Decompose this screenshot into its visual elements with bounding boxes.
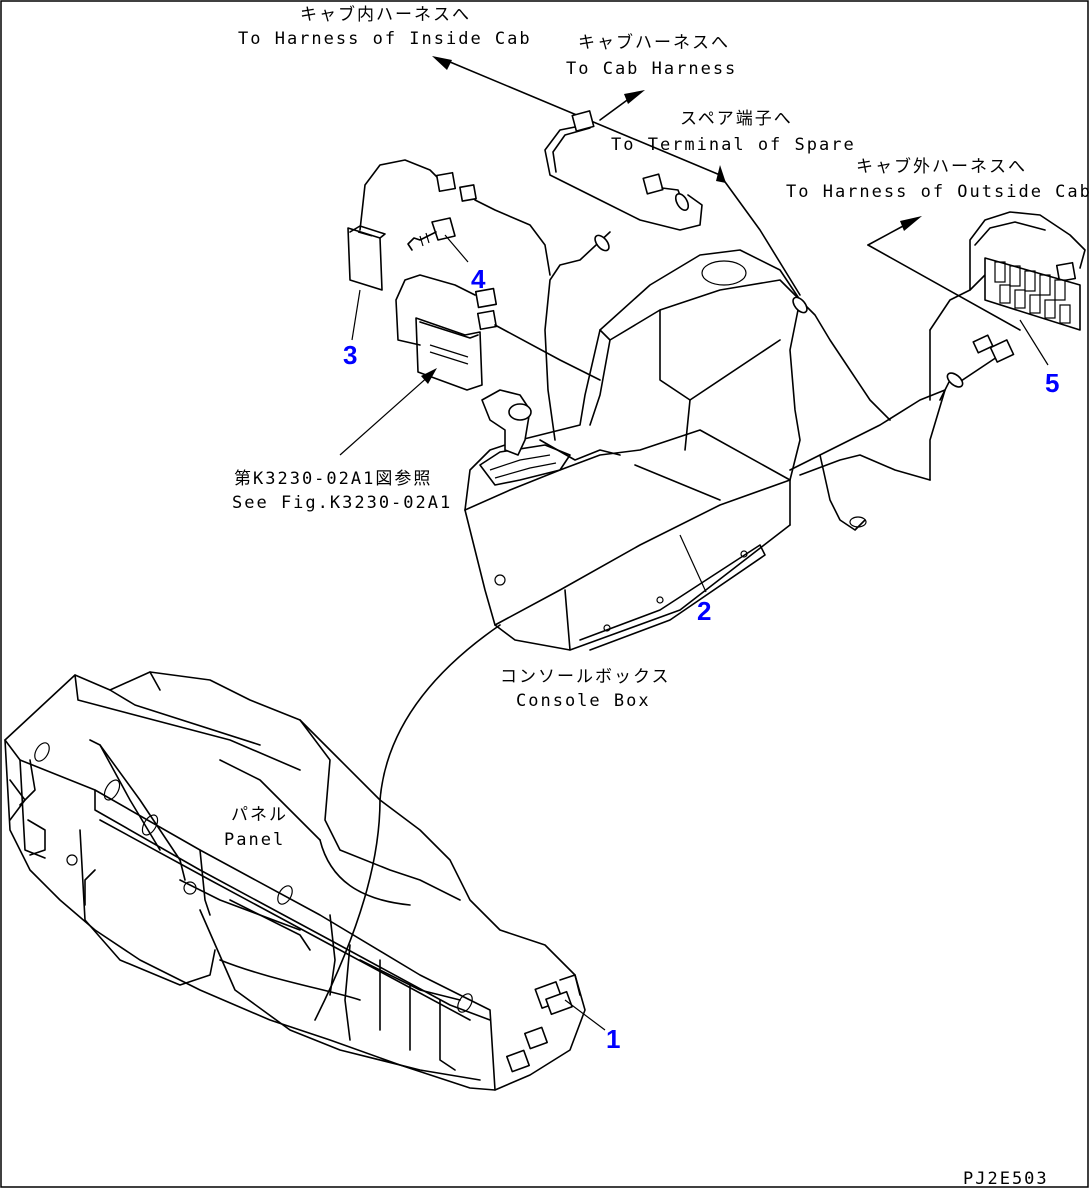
see-fig-label-en: See Fig.K3230-02A1 (232, 493, 452, 513)
inside-cab-label-jp: キャブ内ハーネスへ (300, 4, 471, 25)
drawing-code: PJ2E503 (963, 1169, 1049, 1189)
callout-numbers: 1 2 3 4 5 (343, 264, 1059, 1054)
cab-harness-label-jp: キャブハーネスへ (578, 32, 730, 53)
console-label-en: Console Box (516, 691, 651, 711)
panel-label-jp: パネル (231, 805, 288, 825)
console-box (464, 249, 801, 651)
console-label-jp: コンソールボックス (500, 667, 671, 687)
spare-label-en: To Terminal of Spare (611, 135, 856, 155)
outside-cab-label-jp: キャブ外ハーネスへ (856, 156, 1027, 177)
callout-3: 3 (343, 340, 357, 370)
inside-cab-label-en: To Harness of Inside Cab (238, 29, 532, 49)
outside-cab-label-en: To Harness of Outside Cab (786, 182, 1090, 202)
main-harness (347, 56, 1086, 531)
callout-1: 1 (606, 1024, 620, 1054)
callout-2: 2 (697, 596, 711, 626)
callout-5: 5 (1045, 368, 1059, 398)
see-fig-label-jp: 第K3230-02A1図参照 (234, 469, 432, 489)
spare-label-jp: スペア端子へ (680, 109, 793, 129)
callout-4: 4 (471, 264, 486, 294)
cab-harness-label-en: To Cab Harness (566, 59, 737, 79)
panel-label-en: Panel (224, 830, 285, 850)
text-labels: キャブ内ハーネスへ To Harness of Inside Cab キャブハー… (224, 4, 1090, 1189)
leader-lines (339, 234, 1049, 1031)
panel-body (4, 624, 586, 1091)
